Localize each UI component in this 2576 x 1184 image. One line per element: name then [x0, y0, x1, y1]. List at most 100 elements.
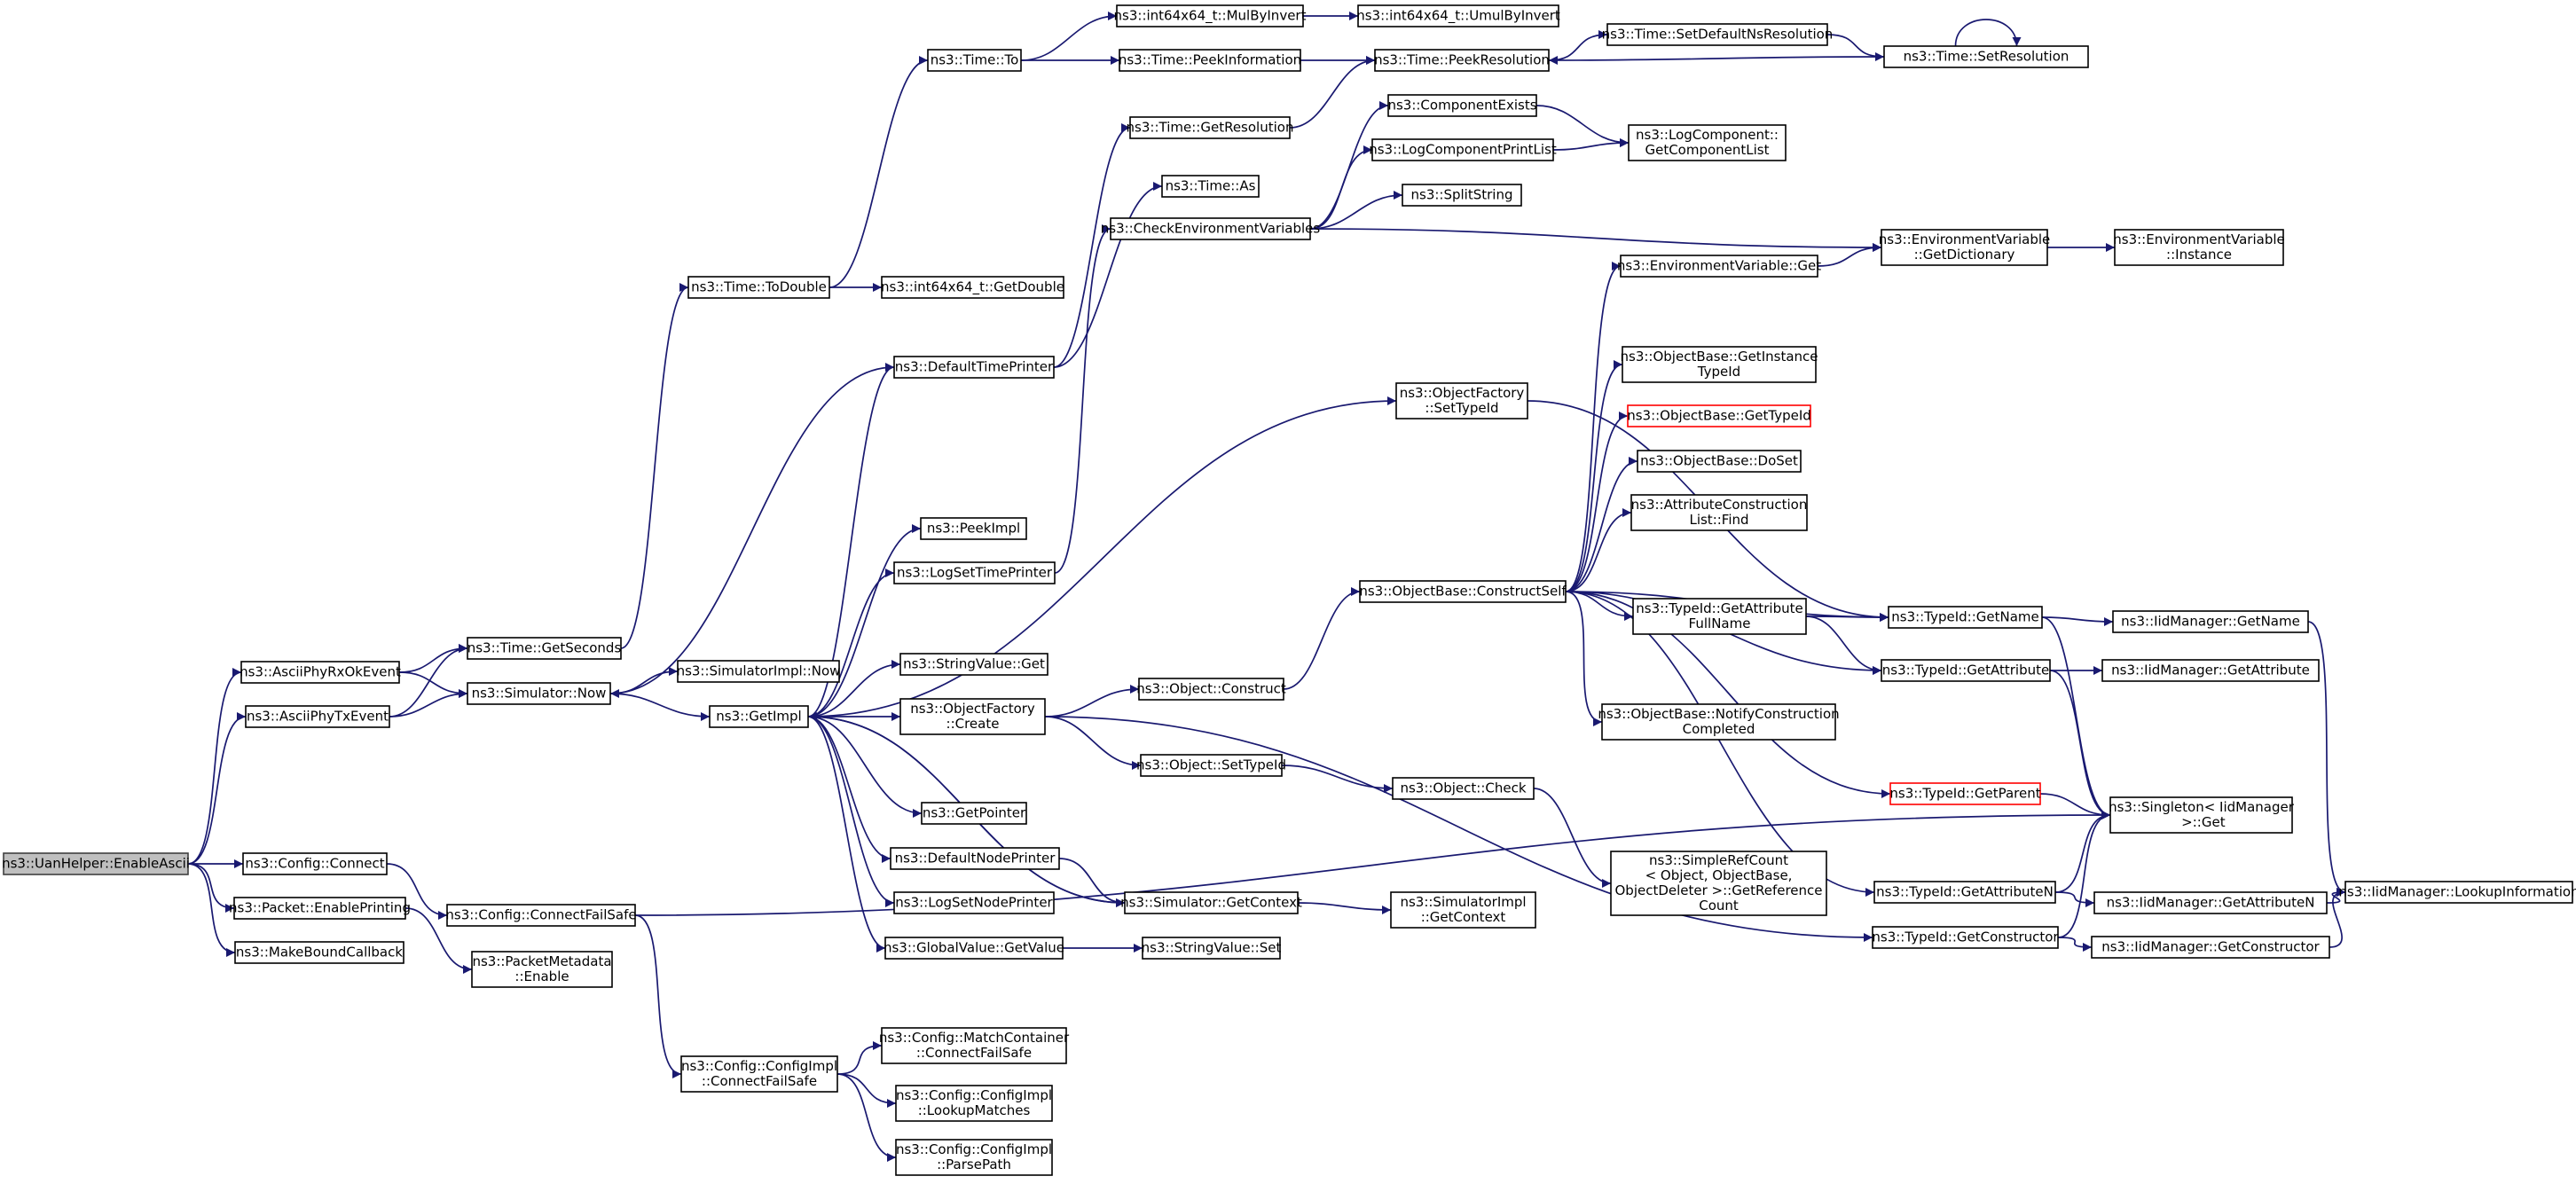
- node-cfgconnect[interactable]: ns3::Config::Connect: [242, 852, 388, 875]
- node-compexists[interactable]: ns3::ComponentExists: [1387, 94, 1537, 117]
- node-cfgfailsafe[interactable]: ns3::Config::ConnectFailSafe: [445, 904, 637, 927]
- edge-tidgetattrfull-to-tidgetattr: [1805, 616, 1882, 675]
- node-label: ns3::TypeId::GetParent: [1889, 786, 2040, 802]
- node-label: ObjectDeleter >::GetReference: [1614, 882, 1822, 898]
- node-iidgetattrn[interactable]: ns3::IidManager::GetAttributeN: [2093, 891, 2328, 914]
- node-getpointer[interactable]: ns3::GetPointer: [921, 802, 1027, 825]
- node-label: ns3::DefaultNodePrinter: [895, 851, 1056, 866]
- node-simimplnow[interactable]: ns3::SimulatorImpl::Now: [677, 660, 841, 683]
- node-envget[interactable]: ns3::EnvironmentVariable::Get: [1617, 255, 1821, 278]
- node-objsettypeid[interactable]: ns3::Object::SetTypeId: [1136, 754, 1286, 777]
- node-checkenv[interactable]: ns3::CheckEnvironmentVariables: [1101, 217, 1321, 240]
- node-obdoset[interactable]: ns3::ObjectBase::DoSet: [1637, 450, 1802, 473]
- node-iidgetattr[interactable]: ns3::IidManager::GetAttribute: [2101, 659, 2320, 682]
- node-box: [893, 561, 1056, 584]
- node-cfgimplfailsafe[interactable]: ns3::Config::ConfigImpl::ConnectFailSafe: [680, 1055, 838, 1093]
- node-defnodeprinter[interactable]: ns3::DefaultNodePrinter: [890, 847, 1060, 870]
- node-getres[interactable]: ns3::Time::GetResolution: [1127, 116, 1294, 139]
- node-singleton[interactable]: ns3::Singleton< IidManager >::Get: [2109, 796, 2295, 834]
- node-label: List::Find: [1689, 512, 1748, 528]
- node-envgetdict[interactable]: ns3::EnvironmentVariable::GetDictionary: [1879, 229, 2050, 266]
- node-layer: ns3::UanHelper::EnableAscii ns3::AsciiPhy…: [2, 4, 2576, 1176]
- node-simgetctx[interactable]: ns3::Simulator::GetContext: [1120, 891, 1302, 914]
- node-pktenable[interactable]: ns3::Packet::EnablePrinting: [229, 897, 411, 920]
- node-umulbyinvert[interactable]: ns3::int64x64_t::UmulByInvert: [1356, 4, 1560, 27]
- node-todouble[interactable]: ns3::Time::ToDouble: [687, 276, 830, 299]
- node-envinstance[interactable]: ns3::EnvironmentVariable::Instance: [2113, 229, 2285, 266]
- node-objfcreate[interactable]: ns3::ObjectFactory::Create: [899, 698, 1046, 735]
- node-logcompprint[interactable]: ns3::LogComponentPrintList: [1369, 138, 1557, 161]
- node-box: [1110, 217, 1311, 240]
- node-box: [920, 517, 1027, 540]
- node-simplerefcount[interactable]: ns3::SimpleRefCount< Object, ObjectBase,…: [1610, 851, 1827, 916]
- node-box: [1627, 404, 1811, 427]
- node-makebound[interactable]: ns3::MakeBoundCallback: [234, 941, 404, 964]
- edge-timeto-to-mulbyinvert: [1020, 12, 1118, 61]
- edge-constructself-to-envget: [1565, 262, 1622, 592]
- node-box: [2091, 936, 2330, 959]
- node-tidgetparent[interactable]: ns3::TypeId::GetParent: [1889, 782, 2041, 805]
- node-obnotify[interactable]: ns3::ObjectBase::NotifyConstructionCompl…: [1598, 703, 1840, 741]
- node-tidgetattrn[interactable]: ns3::TypeId::GetAttributeN: [1873, 881, 2056, 904]
- node-box: [1872, 926, 2059, 949]
- node-box: [895, 1139, 1053, 1176]
- node-tidgetname[interactable]: ns3::TypeId::GetName: [1888, 606, 2043, 629]
- node-asciitx[interactable]: ns3::AsciiPhyTxEvent: [245, 705, 390, 728]
- node-box: [899, 653, 1048, 676]
- node-tidgetctor[interactable]: ns3::TypeId::GetConstructor: [1872, 926, 2059, 949]
- node-mulbyinvert[interactable]: ns3::int64x64_t::MulByInvert: [1114, 4, 1307, 27]
- node-pmenable[interactable]: ns3::PacketMetadata::Enable: [471, 951, 613, 988]
- node-label: ns3::EnvironmentVariable: [2113, 231, 2284, 247]
- node-matchcont[interactable]: ns3::Config::MatchContainer::ConnectFail…: [879, 1027, 1070, 1064]
- node-constructself[interactable]: ns3::ObjectBase::ConstructSelf: [1359, 580, 1567, 603]
- edge-getimpl-to-strget: [807, 660, 901, 717]
- node-box: [890, 847, 1060, 870]
- node-label: ns3::IidManager::GetAttribute: [2111, 663, 2310, 678]
- node-asciirxok[interactable]: ns3::AsciiPhyRxOkEvent: [240, 661, 401, 684]
- node-timeas[interactable]: ns3::Time::As: [1161, 175, 1260, 198]
- node-parsepath[interactable]: ns3::Config::ConfigImpl::ParsePath: [895, 1139, 1053, 1176]
- node-simnow[interactable]: ns3::Simulator::Now: [467, 682, 611, 705]
- node-getseconds[interactable]: ns3::Time::GetSeconds: [467, 637, 622, 660]
- node-tidgetattr[interactable]: ns3::TypeId::GetAttribute: [1881, 659, 2051, 682]
- node-setres[interactable]: ns3::Time::SetResolution: [1883, 45, 2089, 68]
- node-label: ::GetDictionary: [1914, 247, 2015, 263]
- node-objcheck[interactable]: ns3::Object::Check: [1392, 777, 1535, 800]
- node-strget[interactable]: ns3::StringValue::Get: [899, 653, 1048, 676]
- node-setdefns[interactable]: ns3::Time::SetDefaultNsResolution: [1602, 23, 1834, 46]
- node-getimpl[interactable]: ns3::GetImpl: [709, 705, 809, 728]
- node-deftimeprinter[interactable]: ns3::DefaultTimePrinter: [893, 356, 1055, 379]
- node-label: ns3::AttributeConstruction: [1631, 497, 1808, 513]
- node-objconstruct[interactable]: ns3::Object::Construct: [1136, 678, 1286, 701]
- node-timeto[interactable]: ns3::Time::To: [927, 49, 1022, 72]
- node-label: ns3::Object::Construct: [1136, 681, 1286, 697]
- node-splitstring[interactable]: ns3::SplitString: [1402, 184, 1522, 207]
- node-label: ns3::TypeId::GetConstructor: [1872, 929, 2059, 945]
- node-peekinfo[interactable]: ns3::Time::PeekInformation: [1119, 49, 1301, 72]
- edge-setres-to-setres: [1954, 19, 2022, 47]
- node-box: [467, 637, 622, 660]
- node-box: [921, 802, 1027, 825]
- edge-getimpl-to-gvgetvalue: [807, 716, 886, 953]
- node-lookupmatches[interactable]: ns3::Config::ConfigImpl::LookupMatches: [895, 1085, 1053, 1122]
- node-iidlookup[interactable]: ns3::IidManager::LookupInformation: [2338, 881, 2576, 904]
- node-peekres[interactable]: ns3::Time::PeekResolution: [1374, 49, 1550, 72]
- node-enableascii[interactable]: ns3::UanHelper::EnableAscii: [2, 852, 190, 875]
- node-obgettypeid[interactable]: ns3::ObjectBase::GetTypeId: [1627, 404, 1811, 427]
- node-iidgetctor[interactable]: ns3::IidManager::GetConstructor: [2091, 936, 2330, 959]
- node-logsetnode[interactable]: ns3::LogSetNodePrinter: [893, 891, 1055, 914]
- node-strset[interactable]: ns3::StringValue::Set: [1142, 937, 1282, 960]
- node-peekimpl[interactable]: ns3::PeekImpl: [920, 517, 1027, 540]
- edge-enableascii-to-asciitx: [187, 712, 247, 865]
- node-simimplctx[interactable]: ns3::SimulatorImpl::GetContext: [1390, 891, 1536, 929]
- node-getcomplist[interactable]: ns3::LogComponent::GetComponentList: [1628, 124, 1787, 161]
- node-label: ns3::Time::To: [931, 52, 1019, 68]
- node-logsettime[interactable]: ns3::LogSetTimePrinter: [893, 561, 1056, 584]
- node-gvgetvalue[interactable]: ns3::GlobalValue::GetValue: [884, 937, 1064, 960]
- node-iidgetname[interactable]: ns3::IidManager::GetName: [2112, 610, 2309, 633]
- node-i64double[interactable]: ns3::int64x64_t::GetDouble: [881, 276, 1064, 299]
- node-ofsettypeid[interactable]: ns3::ObjectFactory::SetTypeId: [1395, 382, 1528, 419]
